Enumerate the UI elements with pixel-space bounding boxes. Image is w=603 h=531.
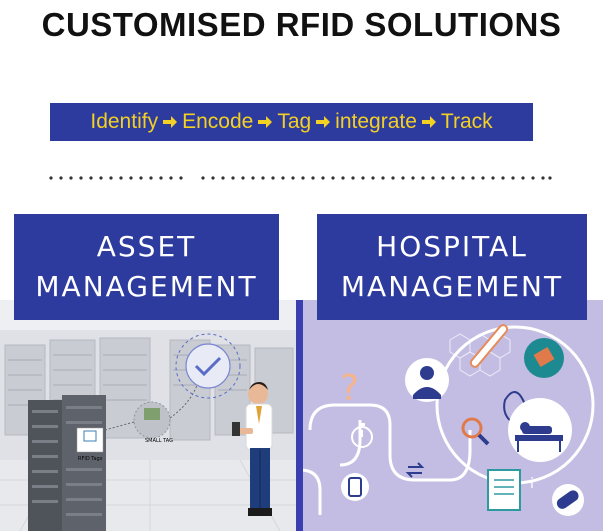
technician-figure	[232, 382, 273, 516]
transfer-icon	[405, 462, 425, 478]
hospital-illustration: ?	[300, 300, 603, 531]
question-icon: ?	[340, 368, 359, 409]
asset-illustration: SMALL TAG RFID Tags	[0, 300, 297, 531]
patient-bed-icon	[508, 398, 572, 462]
doctor-icon	[405, 358, 449, 402]
checkmark-icon	[175, 333, 241, 399]
rfid-tag-card	[76, 427, 104, 453]
page-title: CUSTOMISED RFID SOLUTIONS	[41, 6, 562, 43]
magnifier-icon	[461, 417, 490, 446]
phone-icon	[341, 473, 369, 501]
clipboard-icon	[487, 469, 521, 511]
rfid-tags-label: RFID Tags	[78, 456, 103, 462]
flow-step-integrate: integrate	[335, 110, 417, 133]
hospital-management-label: HOSPITAL MANAGEMENT	[317, 214, 587, 320]
pill-icon	[552, 484, 584, 516]
flow-step-identify: Identify	[90, 110, 159, 133]
arrow-right-icon	[421, 116, 436, 128]
flow-step-tag: Tag	[277, 110, 312, 133]
thermometer-icon	[469, 324, 509, 368]
process-flow-bar: Identify Encode Tag integrate Track	[50, 103, 533, 141]
arrow-right-icon	[163, 116, 178, 128]
arrow-right-icon	[316, 116, 331, 128]
dotted-divider	[49, 176, 552, 180]
arrow-right-icon	[258, 116, 273, 128]
stethoscope-icon	[524, 338, 564, 378]
small-tag-label: SMALL TAG	[145, 438, 173, 444]
flow-step-encode: Encode	[182, 110, 254, 133]
asset-label-line2: MANAGEMENT	[35, 270, 258, 303]
hospital-network-scene: ?	[300, 324, 595, 516]
flow-step-track: Track	[440, 110, 493, 133]
panel-divider	[296, 300, 303, 531]
stopwatch-icon	[351, 423, 373, 448]
info-icon: i	[530, 476, 534, 492]
asset-management-label: ASSET MANAGEMENT	[14, 214, 279, 320]
server-room-scene: SMALL TAG RFID Tags	[0, 330, 297, 531]
hospital-label-line1: HOSPITAL	[376, 230, 528, 263]
asset-label-line1: ASSET	[96, 230, 197, 263]
hospital-label-line2: MANAGEMENT	[340, 270, 564, 303]
